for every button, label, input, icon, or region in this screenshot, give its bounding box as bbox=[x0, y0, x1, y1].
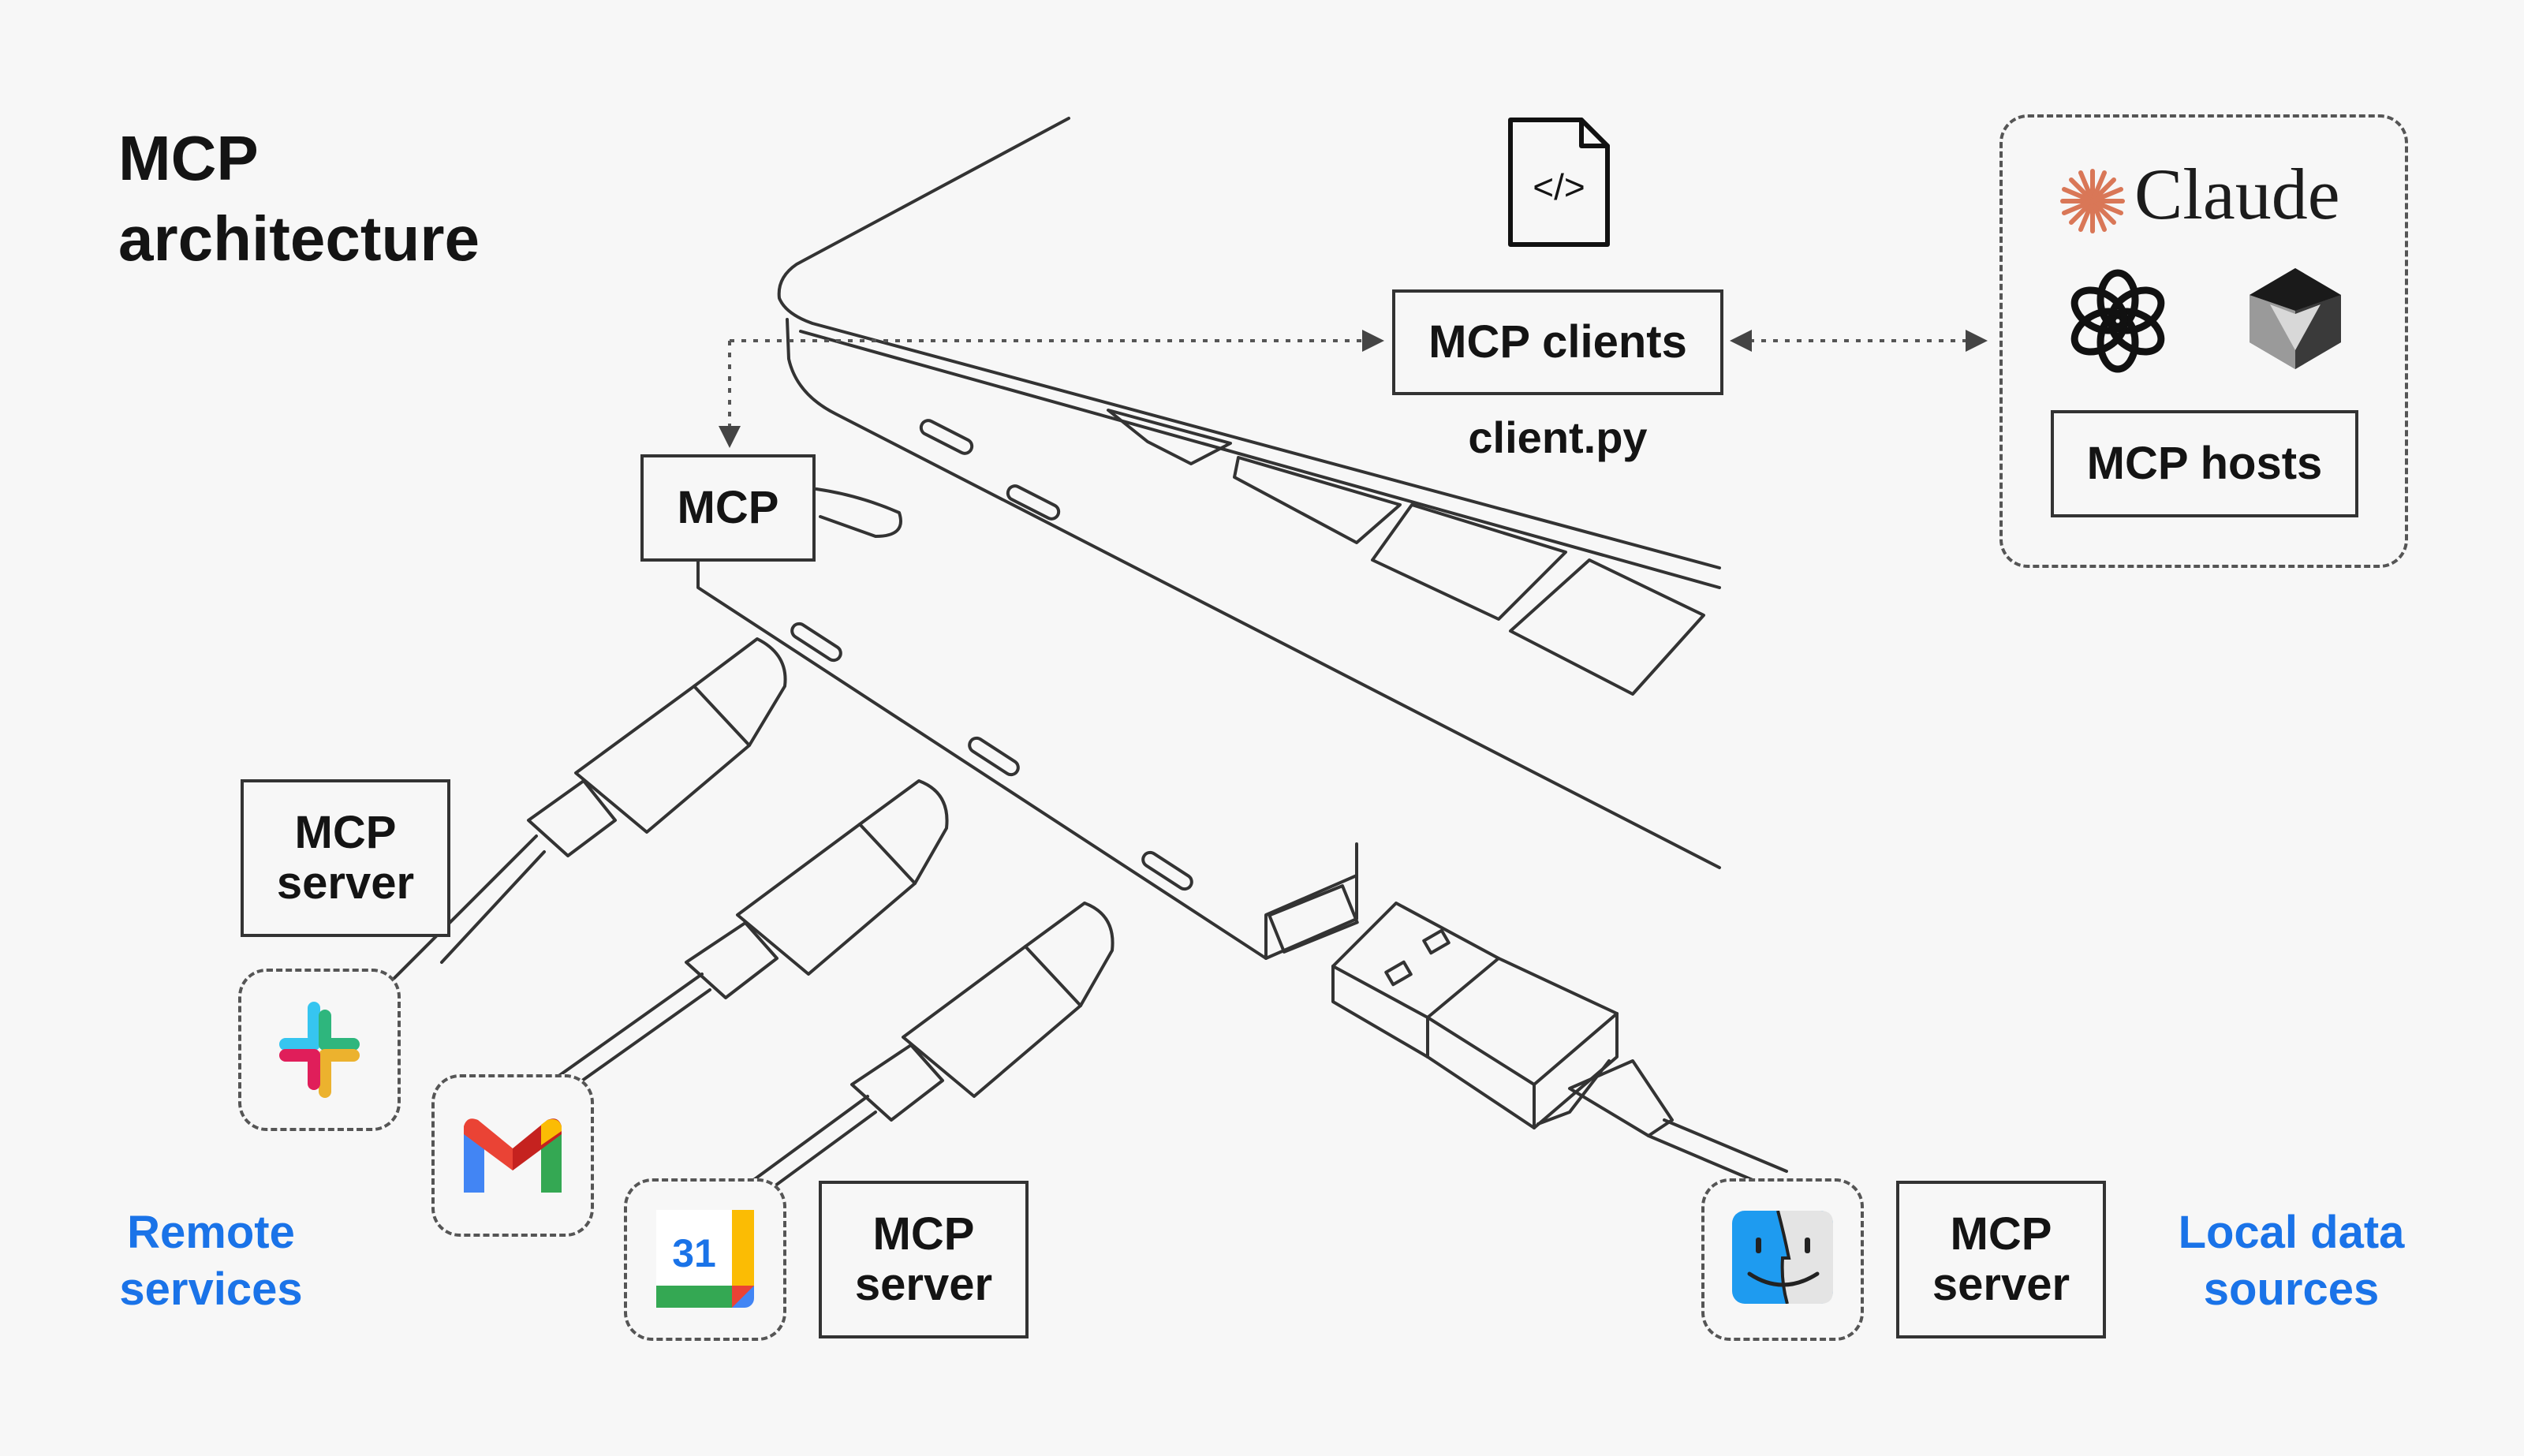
mcp-clients-box: MCP clients bbox=[1392, 289, 1723, 395]
server-label-line-1: MCP bbox=[872, 1208, 975, 1260]
finder-icon bbox=[1732, 1211, 1833, 1304]
diagram-title: MCP architecture bbox=[118, 118, 480, 279]
gmail-tile bbox=[431, 1074, 594, 1237]
remote-line-2: services bbox=[119, 1264, 303, 1315]
claude-wordmark: Claude bbox=[2134, 154, 2340, 234]
gem-logo-icon bbox=[2250, 268, 2341, 369]
mcp-server-box-remote-top: MCP server bbox=[241, 779, 450, 937]
laptop-outline bbox=[777, 117, 1721, 869]
calendar-day-number: 31 bbox=[672, 1231, 716, 1275]
code-file-shape bbox=[1508, 118, 1610, 247]
usb-c-cable-1 bbox=[393, 637, 787, 980]
mcp-hosts-box: MCP hosts bbox=[2051, 410, 2358, 517]
local-line-2: sources bbox=[2203, 1264, 2380, 1315]
local-line-1: Local data bbox=[2178, 1207, 2405, 1258]
mcp-server-box-remote-bottom: MCP server bbox=[819, 1181, 1029, 1338]
slack-icon bbox=[279, 1002, 360, 1098]
remote-line-1: Remote bbox=[127, 1207, 295, 1258]
mcp-hosts-label: MCP hosts bbox=[2086, 438, 2323, 489]
client-file-label: client.py bbox=[1468, 413, 1648, 462]
title-line-1: MCP bbox=[118, 123, 259, 193]
server-label-line-2: server bbox=[1932, 1259, 2070, 1310]
code-file-icon: </> bbox=[1533, 166, 1585, 207]
gmail-icon bbox=[464, 1118, 562, 1193]
server-label-line-2: server bbox=[276, 857, 415, 909]
usb-hub-outline bbox=[696, 487, 1359, 960]
local-data-sources-label: Local data sources bbox=[2153, 1204, 2429, 1318]
mcp-hub-label: MCP bbox=[677, 482, 779, 533]
usb-a-plug bbox=[1331, 902, 1788, 1193]
server-label-line-1: MCP bbox=[294, 807, 397, 858]
usb-c-cable-3 bbox=[748, 902, 1115, 1200]
title-line-2: architecture bbox=[118, 203, 480, 274]
mcp-hub-box: MCP bbox=[640, 454, 816, 562]
slack-tile bbox=[238, 969, 401, 1131]
usb-c-cable-2 bbox=[551, 779, 949, 1098]
server-label-line-1: MCP bbox=[1950, 1208, 2052, 1260]
remote-services-label: Remote services bbox=[87, 1204, 335, 1318]
mcp-clients-label: MCP clients bbox=[1428, 316, 1687, 368]
claude-logo-icon bbox=[2060, 169, 2125, 233]
google-calendar-icon: 31 bbox=[656, 1210, 754, 1308]
mcp-server-box-local: MCP server bbox=[1896, 1181, 2106, 1338]
server-label-line-2: server bbox=[854, 1259, 993, 1310]
openai-logo-icon bbox=[2070, 269, 2165, 373]
